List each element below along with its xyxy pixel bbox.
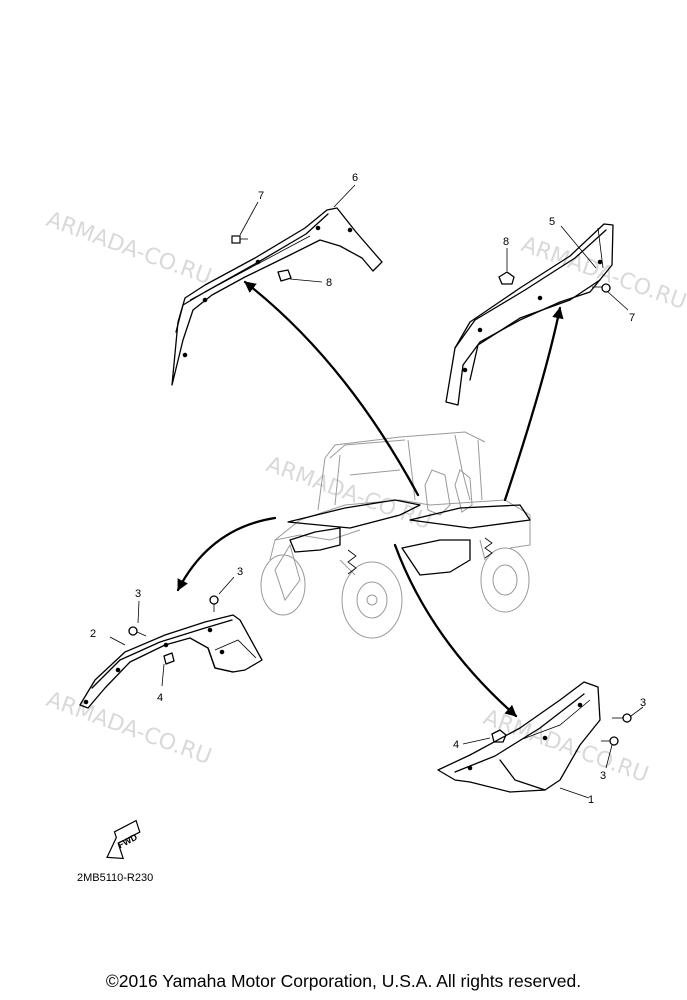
watermark-text: ARMADA-CO.RU [43, 687, 215, 770]
screw-part [128, 626, 147, 637]
callout-6: 6 [352, 172, 358, 184]
vehicle-illustration [260, 431, 531, 639]
bolt-part [592, 283, 611, 293]
fwd-arrow-icon: FWD [106, 819, 141, 860]
callout-4: 4 [453, 739, 459, 751]
bolt-part [231, 235, 248, 244]
copyright-notice: ©2016 Yamaha Motor Corporation, U.S.A. A… [105, 971, 582, 991]
diagram-code: 2MB5110-R230 [77, 872, 154, 884]
callout-3: 3 [600, 770, 606, 782]
callout-8: 8 [503, 236, 509, 248]
watermark-text: ARMADA-CO.RU [43, 207, 215, 290]
assembly-arrow [503, 306, 564, 502]
callout-7: 7 [258, 190, 264, 202]
assembly-arrow [176, 516, 277, 592]
callout-8: 8 [326, 277, 332, 289]
callout-7: 7 [629, 312, 635, 324]
assembly-arrow [243, 280, 420, 497]
callout-2: 2 [90, 628, 96, 640]
watermark-text: ARMADA-CO.RU [480, 705, 652, 788]
screw-part [612, 713, 632, 723]
callout-4: 4 [157, 692, 163, 704]
callout-1: 1 [588, 794, 594, 806]
callout-3: 3 [135, 588, 141, 600]
rear-right-guard-part [171, 207, 383, 386]
callout-3: 3 [237, 566, 243, 578]
callout-3: 3 [640, 697, 646, 709]
screw-part [601, 736, 619, 746]
nut-part [163, 652, 175, 665]
front-right-guard-part [445, 223, 614, 406]
grommet-nut-part [277, 269, 292, 282]
screw-part [209, 595, 219, 612]
nut-part [491, 729, 507, 743]
grommet-nut-part [498, 271, 515, 285]
callout-5: 5 [549, 216, 555, 228]
rear-left-guard-part [79, 614, 263, 709]
assembly-arrow [393, 543, 518, 718]
front-left-guard-part [437, 681, 601, 793]
